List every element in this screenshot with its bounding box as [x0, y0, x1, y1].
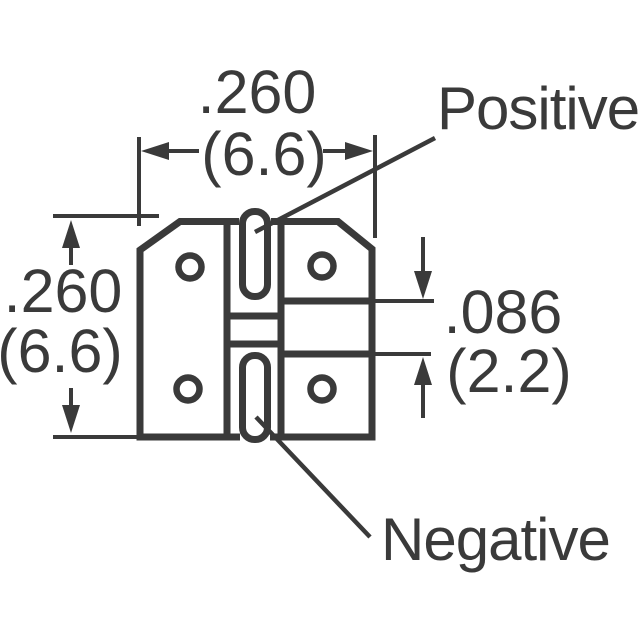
- height-dimension-mm-text: (6.6): [0, 317, 123, 385]
- height-arrow-up-icon: [62, 220, 80, 248]
- negative-terminal-slot: [239, 352, 271, 443]
- gap-dimension-inch-text: .086: [444, 278, 563, 346]
- negative-label: Negative: [381, 506, 610, 573]
- negative-leader-line: [254, 415, 372, 539]
- gap-arrow-down-icon: [414, 271, 432, 299]
- positive-terminal-slot: [239, 208, 271, 300]
- component-body: [136, 208, 376, 443]
- hole-top-left: [175, 252, 205, 282]
- hole-bottom-right: [307, 374, 337, 404]
- gap-arrow-up-icon: [414, 357, 432, 385]
- width-dimension: .260 (6.6): [137, 58, 377, 238]
- height-dimension-inch-text: .260: [4, 257, 123, 325]
- height-arrow-down-icon: [62, 405, 80, 433]
- positive-label: Positive: [437, 75, 639, 142]
- positive-leader-line: [253, 136, 437, 234]
- height-dimension: .260 (6.6): [0, 214, 159, 439]
- width-arrow-right-icon: [345, 142, 373, 160]
- hole-bottom-left: [173, 374, 203, 404]
- width-dimension-inch-text: .260: [198, 58, 317, 126]
- gap-dimension: .086 (2.2): [374, 237, 572, 418]
- width-arrow-left-icon: [141, 142, 169, 160]
- hole-top-right: [307, 251, 337, 281]
- gap-dimension-mm-text: (2.2): [446, 337, 571, 405]
- polarity-callouts: Positive Negative: [253, 75, 640, 573]
- body-outline-left: [136, 218, 240, 441]
- body-outline-right: [270, 218, 376, 441]
- width-dimension-mm-text: (6.6): [201, 120, 326, 188]
